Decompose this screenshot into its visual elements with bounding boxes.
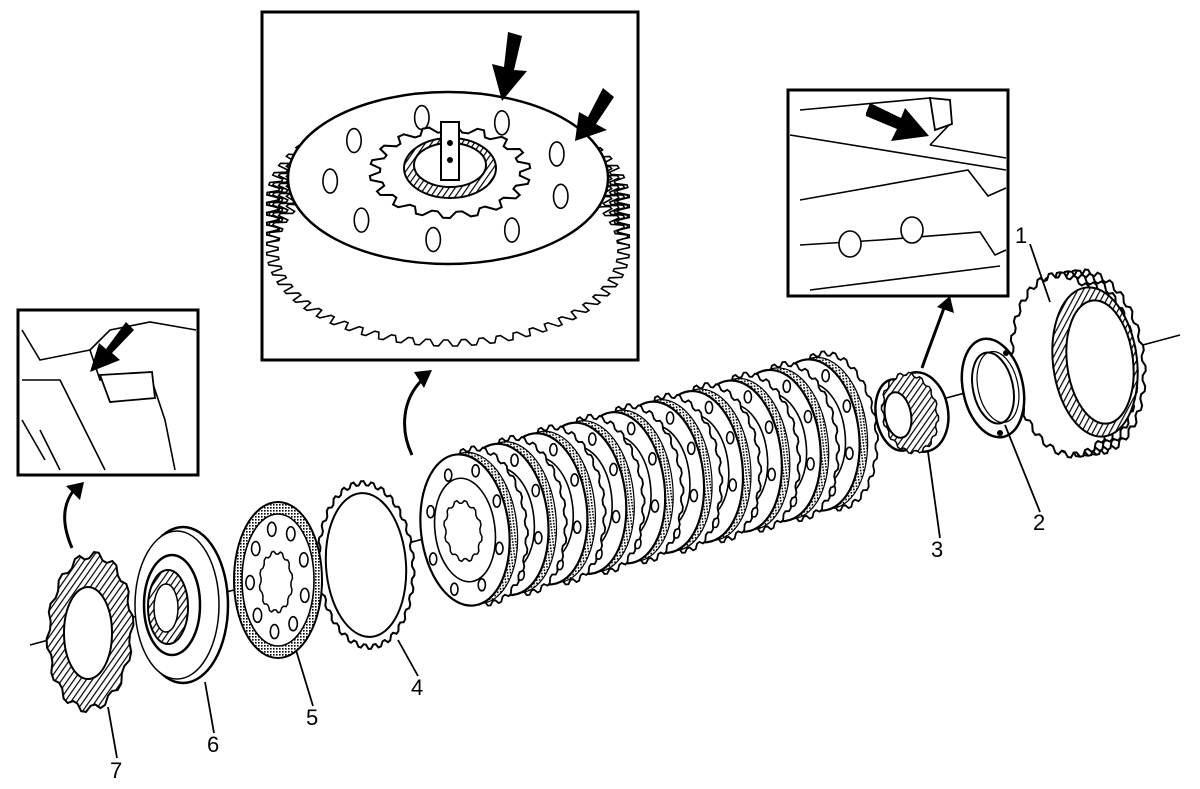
thrust-washer (960, 337, 1026, 439)
curved-arrow-icon (63, 489, 76, 549)
friction-plate (233, 501, 323, 659)
inset-hub-tab-detail (786, 88, 1010, 298)
callout-4: 4 (411, 675, 423, 700)
callout-3: 3 (931, 537, 943, 562)
callout-1: 1 (1015, 223, 1027, 248)
down-left-arrow-icon (90, 322, 134, 372)
right-arrow-icon (866, 103, 929, 141)
inset-clutch-pack-detail (260, 10, 640, 362)
curved-arrow-icon (403, 378, 424, 456)
inset-plate-tab-detail (16, 308, 200, 477)
callout-6: 6 (207, 732, 219, 757)
leader-lines (107, 243, 1051, 759)
spring-plate (45, 551, 135, 713)
down-arrow-icon (575, 88, 614, 141)
clutch-drum (1009, 268, 1147, 459)
curved-arrow-icon (920, 304, 947, 369)
callout-5: 5 (306, 705, 318, 730)
callout-7: 7 (110, 758, 122, 783)
backing-plate (134, 525, 230, 685)
clutch-plate-stack (419, 350, 879, 607)
waved-plate (316, 480, 416, 650)
splined-hub (874, 371, 950, 455)
callout-2: 2 (1033, 510, 1045, 535)
clutch-plate (419, 445, 529, 607)
down-arrow-icon (492, 32, 527, 101)
